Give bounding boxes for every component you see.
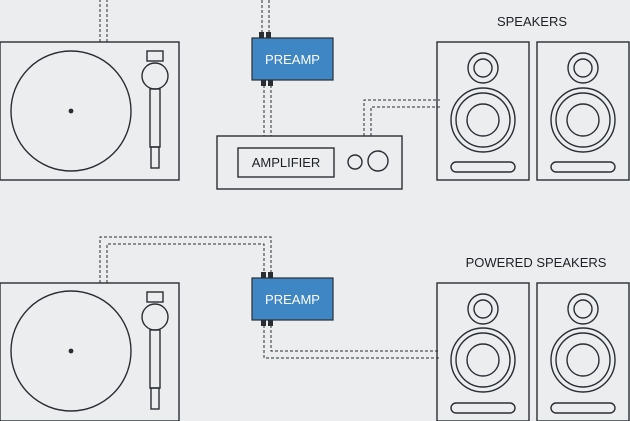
top-setup: PREAMP AMPLIFIER SPEAKERS	[0, 0, 630, 190]
preamp-box: PREAMP	[251, 32, 334, 86]
bottom-setup: PREAMP POWERED SPEAKERS	[0, 236, 630, 421]
powered-speakers-label: POWERED SPEAKERS	[466, 255, 607, 270]
amplifier-knob-large-icon	[367, 150, 389, 172]
amplifier-label: AMPLIFIER	[252, 155, 321, 170]
preamp-to-powered-speakers-cable	[263, 320, 440, 359]
speakers-label: SPEAKERS	[497, 14, 567, 29]
powered-speaker-left-icon	[436, 282, 530, 421]
powered-speaker-right-icon	[536, 282, 630, 421]
bottom-turntable-to-preamp-cable	[99, 236, 272, 283]
amplifier-box: AMPLIFIER	[216, 135, 403, 190]
bottom-preamp-label: PREAMP	[265, 292, 320, 307]
turntable-icon	[0, 41, 180, 181]
bottom-turntable-icon	[0, 282, 180, 421]
speaker-left-icon	[436, 41, 530, 181]
turntable-to-preamp-cable	[99, 0, 270, 42]
preamp-label: PREAMP	[265, 52, 320, 67]
amplifier-knob-small-icon	[347, 154, 363, 170]
amplifier-to-speakers-cable	[363, 99, 440, 136]
bottom-preamp-box: PREAMP	[251, 272, 334, 326]
speaker-right-icon	[536, 41, 630, 181]
preamp-to-amplifier-cable	[263, 80, 272, 136]
